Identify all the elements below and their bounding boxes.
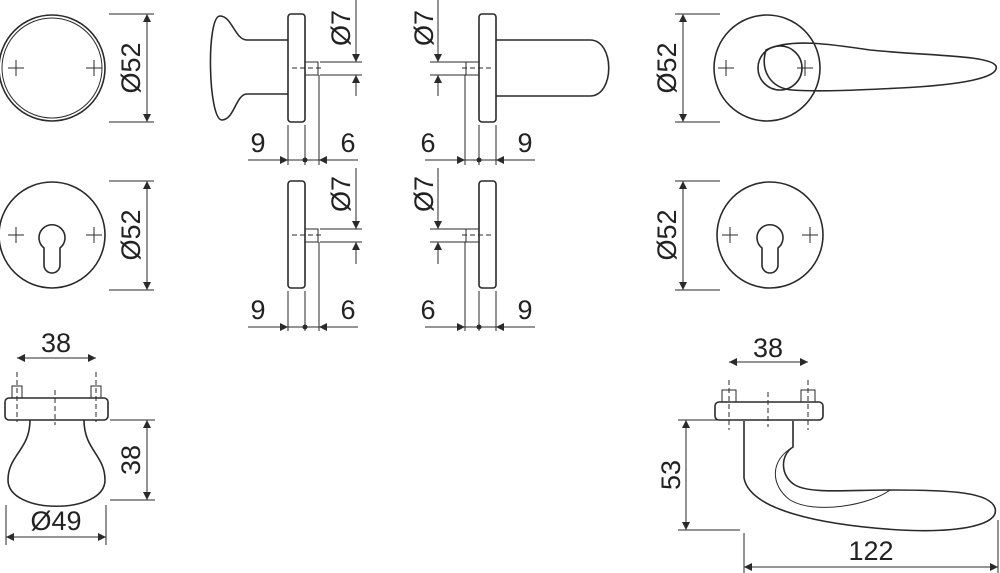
dim-offset-9-2: 9 — [517, 128, 532, 158]
knob-top-view: 38 38 Ø49 — [4, 328, 155, 545]
dim-rosette-diameter-4: Ø52 — [652, 209, 682, 260]
dim-offset-9-4: 9 — [517, 295, 532, 325]
dim-spindle-1: Ø7 — [326, 10, 356, 46]
keyhole-icon — [756, 223, 784, 274]
round-rosette-front-view: Ø52 — [0, 13, 154, 123]
dim-lever-length: 122 — [848, 536, 893, 566]
dim-hole-spacing-right: 38 — [753, 333, 783, 363]
dim-spindle-3: Ø7 — [326, 176, 356, 212]
cylinder-escutcheon-front-view-right: Ø52 — [652, 180, 824, 291]
screw-cross-icon — [8, 60, 102, 76]
dim-knob-projection: 38 — [116, 445, 146, 475]
escutcheon-side-view-right: Ø7 6 9 — [409, 168, 535, 331]
dim-knob-diameter: Ø49 — [30, 506, 81, 536]
dim-lever-projection: 53 — [656, 460, 686, 490]
escutcheon-side-view-left: Ø7 9 6 — [248, 168, 362, 331]
lever-side-view: Ø7 6 9 — [409, 0, 610, 165]
dim-offset-6-1: 6 — [340, 128, 355, 158]
dim-hole-spacing-left: 38 — [41, 328, 71, 358]
dim-spindle-2: Ø7 — [409, 10, 439, 46]
dim-rosette-diameter-3: Ø52 — [652, 42, 682, 93]
dim-offset-9-3: 9 — [250, 295, 265, 325]
dim-offset-9-1: 9 — [250, 128, 265, 158]
lever-rosette-front-view: Ø52 — [652, 13, 997, 123]
knob-side-view: Ø7 9 6 — [209, 0, 362, 165]
dim-rosette-diameter-1: Ø52 — [116, 42, 146, 93]
dim-offset-6-3: 6 — [340, 295, 355, 325]
cylinder-escutcheon-front-view: Ø52 — [0, 180, 154, 291]
dim-offset-6-4: 6 — [420, 295, 435, 325]
dim-rosette-diameter-2: Ø52 — [116, 209, 146, 260]
dim-spindle-4: Ø7 — [409, 176, 439, 212]
keyhole-icon — [38, 223, 66, 274]
dim-offset-6-2: 6 — [420, 128, 435, 158]
lever-top-view: 38 53 122 — [656, 333, 999, 573]
